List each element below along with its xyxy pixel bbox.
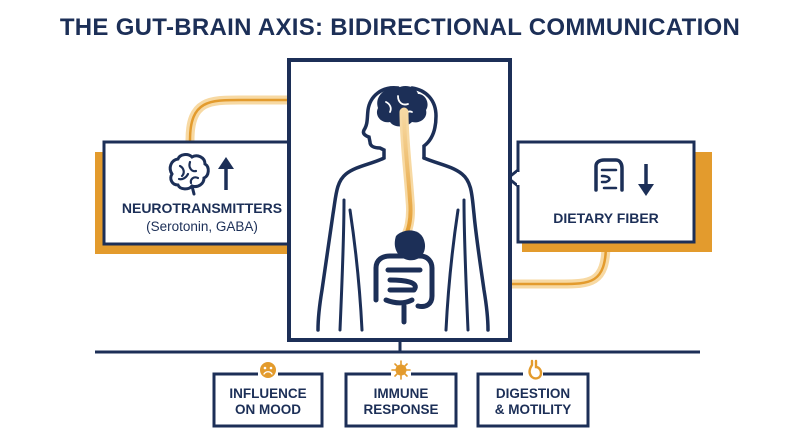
virus-icon [391, 360, 411, 380]
intestine-icon [594, 158, 624, 192]
outcome-label-line: IMMUNE [373, 386, 429, 401]
intestines-organ [373, 253, 435, 325]
outcome-box-digestion [476, 358, 590, 428]
outcome-connector [95, 340, 700, 354]
dietary-fiber-card [505, 140, 712, 252]
stomach-icon [528, 359, 543, 380]
human-body-icon [316, 86, 490, 332]
outcome-label-line: DIGESTION [495, 386, 571, 401]
outcome-box-mood [212, 360, 324, 428]
up-arrow-icon [218, 157, 234, 190]
outcome-label-immune: IMMUNE RESPONSE [346, 386, 456, 418]
brain-icon [168, 153, 210, 196]
outcome-label-line: ON MOOD [235, 402, 301, 417]
outcome-label-line: & MOTILITY [494, 402, 572, 417]
sad-face-icon [260, 362, 276, 378]
outcome-label-line: INFLUENCE [229, 386, 307, 401]
neurotransmitters-sublabel: (Serotonin, GABA) [146, 219, 258, 234]
stomach-organ [394, 230, 426, 261]
outcome-box-immune [344, 360, 458, 428]
dietary-fiber-label: DIETARY FIBER [553, 210, 659, 226]
neurotransmitters-label: NEUROTRANSMITTERS [121, 200, 283, 216]
body-frame [287, 58, 512, 342]
outcome-label-mood: INFLUENCE ON MOOD [214, 386, 322, 418]
page-title: THE GUT-BRAIN AXIS: BIDIRECTIONAL COMMUN… [59, 14, 741, 41]
outcome-label-digestion: DIGESTION & MOTILITY [478, 386, 588, 418]
outcome-label-line: RESPONSE [363, 402, 439, 417]
down-arrow-icon [638, 164, 654, 196]
neurotransmitters-card [95, 140, 313, 254]
